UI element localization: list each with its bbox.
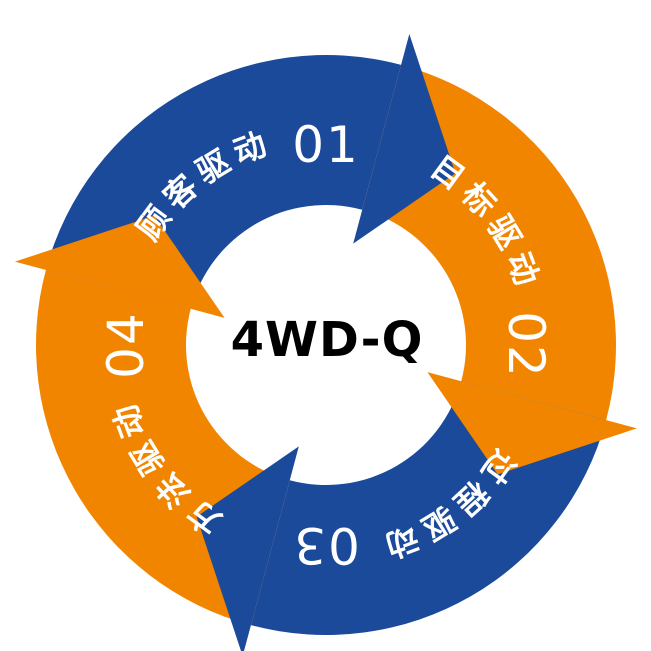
- segment-04-arrowhead: [14, 215, 225, 318]
- arrow-heads: [14, 33, 638, 651]
- segment-02-arrowhead: [427, 372, 638, 475]
- segment-03-number: 03: [292, 516, 360, 574]
- segment-01-arrowhead: [353, 33, 456, 244]
- segment-02-number: 02: [497, 311, 555, 379]
- center-label: 4WD-Q: [231, 312, 424, 368]
- segment-03-arrowhead: [196, 446, 299, 651]
- segment-04-number: 04: [97, 311, 155, 379]
- segment-01-number: 01: [292, 116, 360, 174]
